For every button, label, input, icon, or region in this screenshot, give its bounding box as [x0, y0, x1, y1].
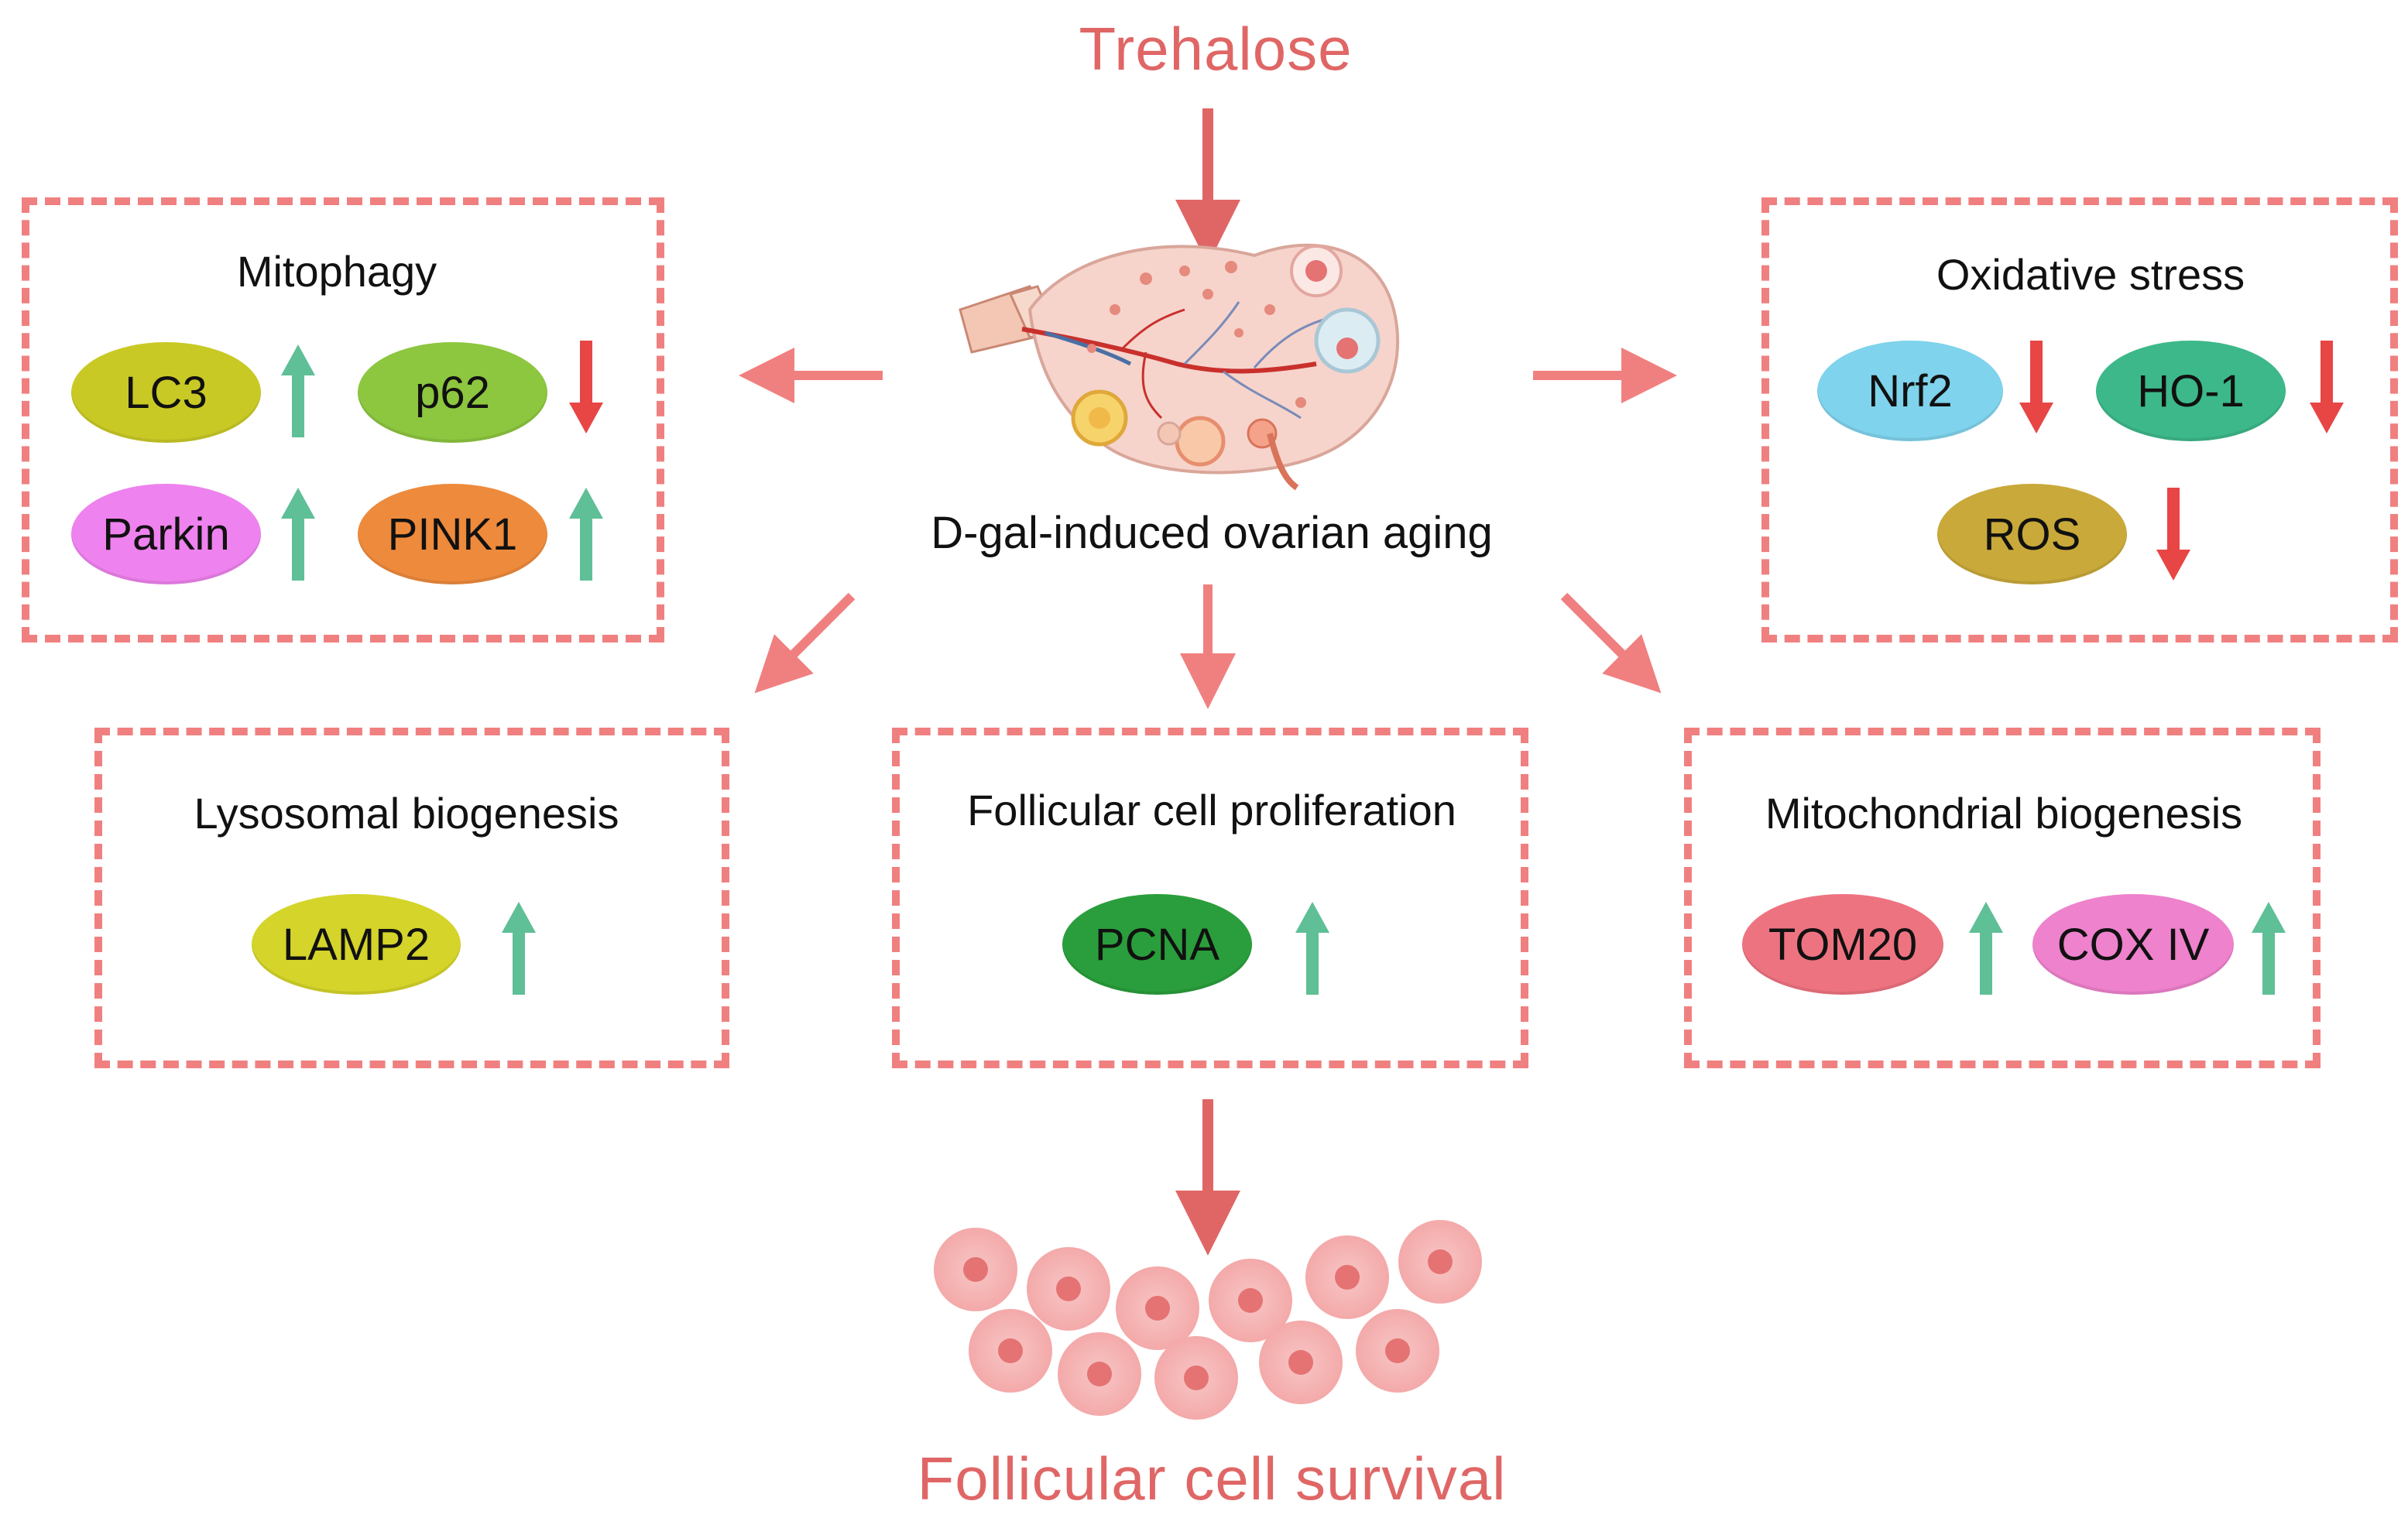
oxidative-title: Oxidative stress [1936, 250, 2245, 299]
pill-cox4: COX IV [2032, 894, 2234, 995]
ros-down-arrow-icon [2156, 488, 2190, 581]
pill-pcna: PCNA [1062, 894, 1252, 995]
follicular-cell [1027, 1247, 1110, 1331]
follicular-cell [934, 1228, 1017, 1311]
follicular-cell [969, 1309, 1052, 1393]
lysosomal-box [94, 728, 729, 1068]
center-label: D-gal-induced ovarian aging [931, 508, 1493, 558]
pill-pink1: PINK1 [358, 484, 547, 584]
tom20-up-arrow-icon [1969, 902, 2003, 995]
mito-bio-box [1684, 728, 2321, 1068]
follicular-cells [934, 1220, 1482, 1420]
follicular-cell [1058, 1332, 1141, 1416]
pink1-up-arrow-icon [569, 488, 603, 581]
pill-ho1: HO-1 [2096, 341, 2286, 441]
trehalose-title: Trehalose [1079, 15, 1353, 83]
mitophagy-title: Mitophagy [236, 247, 437, 296]
follicular-cell [1356, 1309, 1439, 1393]
pill-p62: p62 [358, 342, 547, 443]
lysosomal-title: Lysosomal biogenesis [194, 789, 619, 838]
pill-lc3: LC3 [71, 342, 261, 443]
follicular-cell [1209, 1259, 1292, 1342]
ovary-illustration [959, 243, 1400, 491]
follicular-cell [1305, 1235, 1389, 1319]
pill-tom20: TOM20 [1742, 894, 1943, 995]
nrf2-down-arrow-icon [2019, 341, 2053, 433]
mitophagy-box [22, 197, 664, 642]
pill-lamp2: LAMP2 [252, 894, 461, 995]
pill-ros: ROS [1937, 484, 2127, 584]
parkin-up-arrow-icon [281, 488, 315, 581]
oxidative-box [1761, 197, 2398, 642]
follicular-cell [1398, 1220, 1482, 1304]
follicular-title: Follicular cell proliferation [967, 786, 1456, 834]
lc3-up-arrow-icon [281, 344, 315, 437]
survival-label: Follicular cell survival [917, 1444, 1507, 1513]
follicular-cell [1154, 1336, 1238, 1420]
p62-down-arrow-icon [569, 341, 603, 433]
follicular-box [892, 728, 1528, 1068]
mito-bio-title: Mitochondrial biogenesis [1765, 789, 2243, 838]
arrow-to-mito-bio [1560, 592, 1662, 694]
pill-nrf2: Nrf2 [1817, 341, 2003, 441]
cox4-up-arrow-icon [2252, 902, 2286, 995]
follicular-cell [1259, 1321, 1343, 1404]
lamp2-up-arrow-icon [502, 902, 536, 995]
pcna-up-arrow-icon [1295, 902, 1329, 995]
pill-parkin: Parkin [71, 484, 261, 584]
follicular-cell [1116, 1266, 1199, 1350]
ho1-down-arrow-icon [2310, 341, 2344, 433]
arrow-to-lysosomal [754, 592, 856, 694]
